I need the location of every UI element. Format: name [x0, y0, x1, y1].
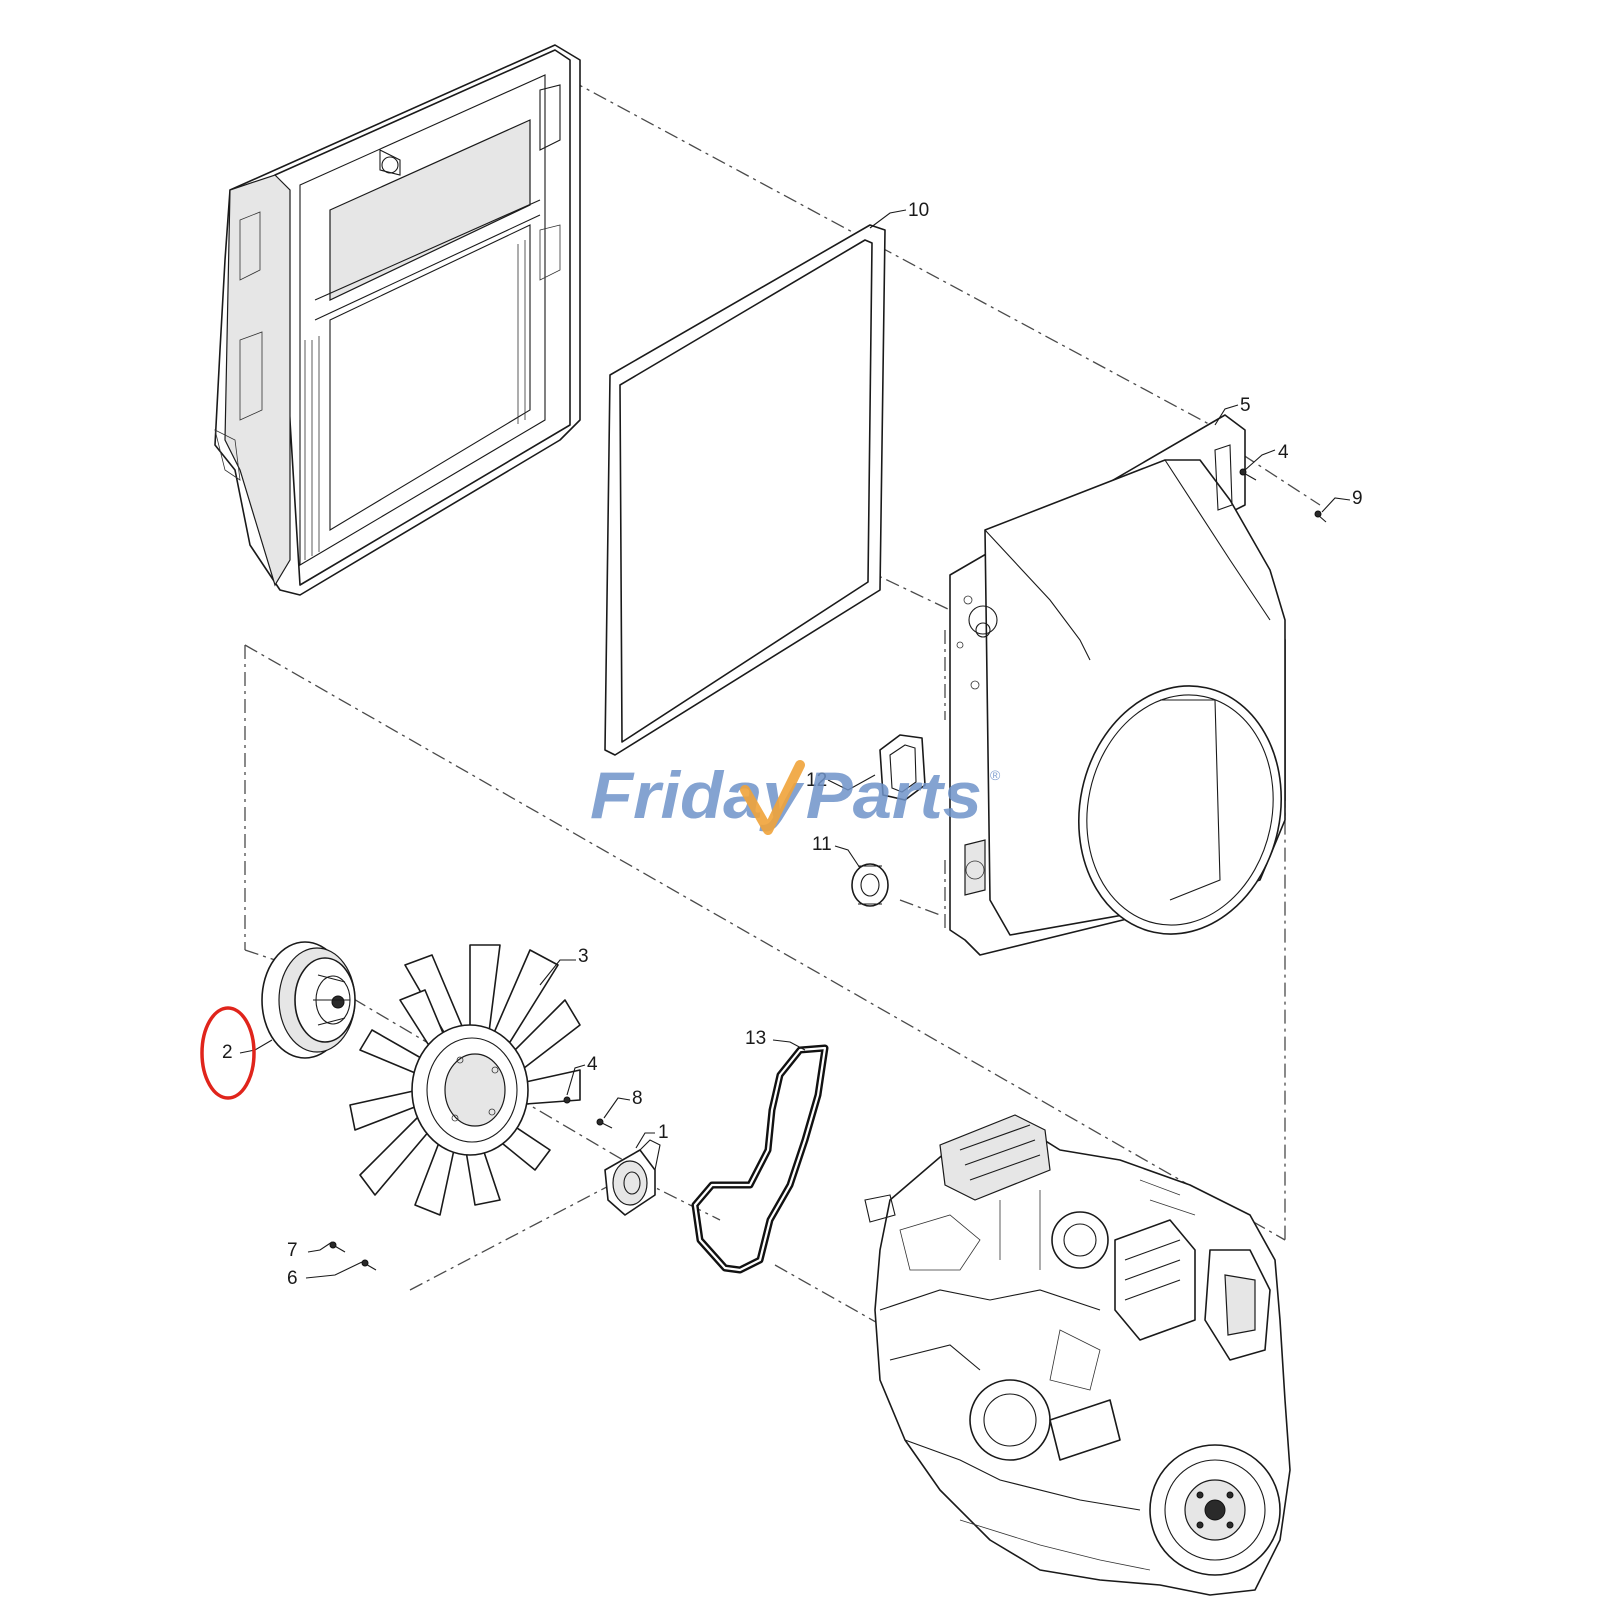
callout-7: 7	[287, 1240, 298, 1261]
engine-assembly	[864, 1114, 1291, 1596]
callout-12: 12	[806, 770, 827, 791]
leader-lines	[239, 209, 1351, 1279]
callout-10: 10	[908, 200, 929, 221]
callout-9: 9	[1352, 488, 1363, 509]
callout-2: 2	[222, 1042, 233, 1063]
watermark-check-icon	[740, 760, 805, 835]
bolt-part-4-upper	[1239, 468, 1257, 481]
bushing-part-11	[851, 863, 889, 907]
grommet-part-12	[879, 734, 926, 801]
callout-6: 6	[287, 1268, 298, 1289]
highlight-circle	[200, 1006, 256, 1100]
bolt-part-9	[1314, 510, 1327, 523]
callout-3: 3	[578, 946, 589, 967]
watermark-brand-right: Parts	[806, 758, 982, 832]
callout-5: 5	[1240, 395, 1251, 416]
washer-part-6	[361, 1259, 377, 1271]
bolt-part-8	[596, 1118, 613, 1129]
callout-13: 13	[745, 1028, 766, 1049]
hub-part-1	[604, 1139, 661, 1216]
watermark-registered-mark: ®	[990, 767, 1001, 783]
belt-part-13	[691, 1044, 829, 1274]
radiator-assembly	[214, 44, 581, 596]
callout-11: 11	[812, 834, 832, 855]
callouts: 10 5 4 9 12 11 3 2 13 4 8 1 7 6	[222, 200, 1363, 1289]
fan-part-3	[349, 944, 581, 1216]
seal-frame-part-10	[604, 224, 886, 756]
washer-part-4-lower	[563, 1096, 571, 1104]
callout-8: 8	[632, 1088, 643, 1109]
bolt-part-7	[329, 1241, 346, 1253]
fan-shroud-part-5	[949, 414, 1286, 956]
callout-1: 1	[658, 1122, 669, 1143]
fan-drive-part-2	[261, 941, 356, 1059]
callout-4-lower: 4	[587, 1054, 598, 1075]
alignment-lines	[244, 79, 1321, 1331]
callout-4-upper: 4	[1278, 442, 1289, 463]
